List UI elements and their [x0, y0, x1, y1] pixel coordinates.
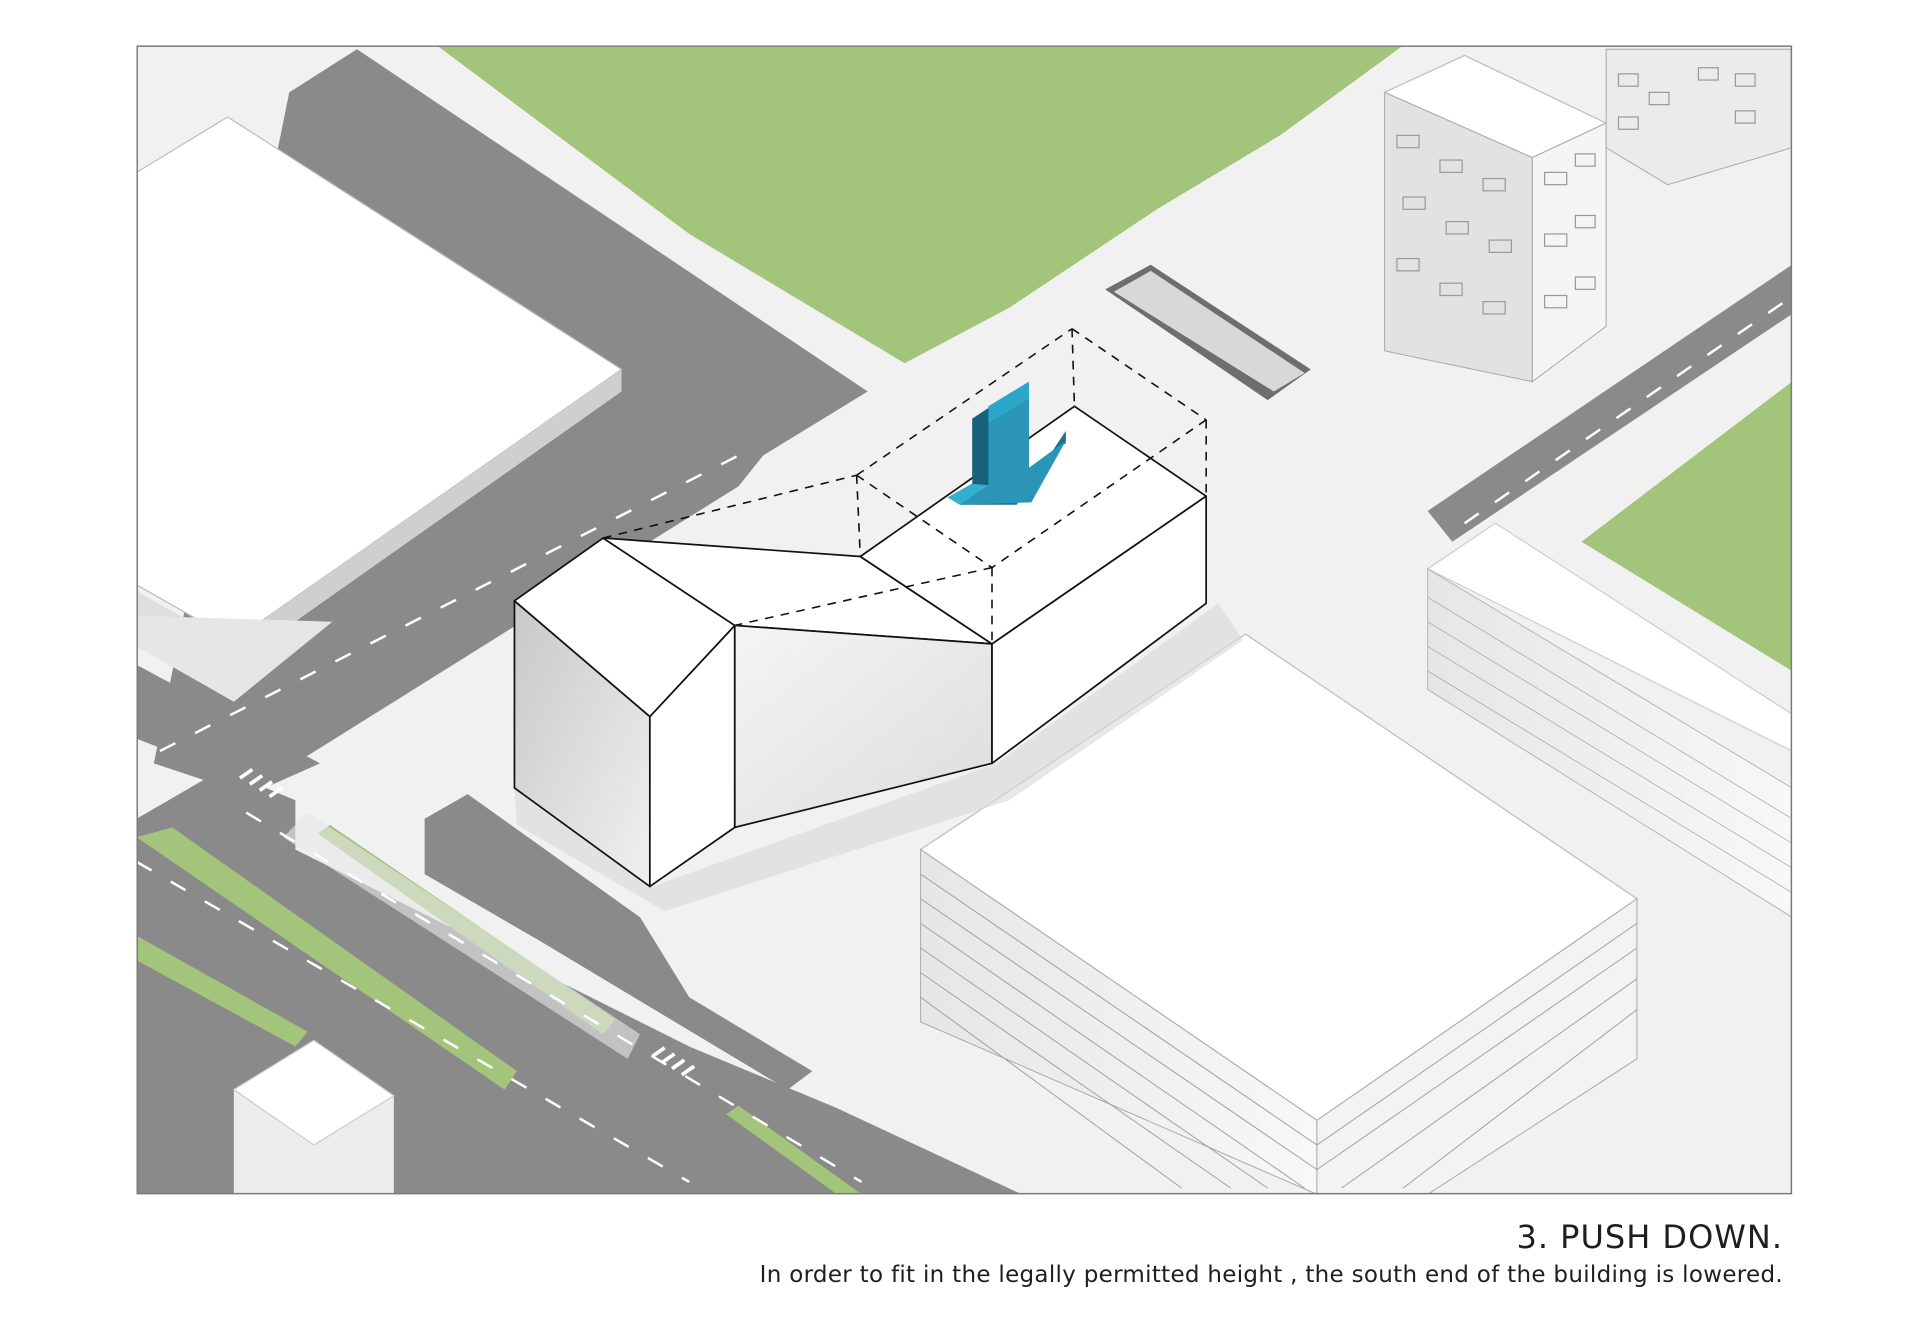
step-description: In order to fit in the legally permitted…: [759, 1262, 1783, 1288]
road-top-right: [1427, 264, 1792, 542]
crosswalk-1: [238, 767, 283, 799]
median-green-2: [136, 935, 308, 1047]
island-1: [283, 812, 640, 1059]
road-marking-main-1: [136, 860, 690, 1184]
residential-tower-2: [1605, 48, 1792, 186]
green-park-right: [1581, 381, 1792, 672]
building-bottom-right: [919, 633, 1639, 1195]
residential-tower-1: [1383, 54, 1608, 383]
road-left-vertical: [136, 664, 320, 788]
main-building-massing: [513, 405, 1208, 888]
main-building-right-face: [991, 495, 1208, 765]
building-left-block: [136, 116, 623, 702]
building-right-slab: [1426, 522, 1792, 918]
ramp-top: [1113, 270, 1305, 392]
diagram-frame: [136, 45, 1793, 1195]
building-bottom-left: [232, 1039, 395, 1195]
road-marking-main-2: [245, 811, 863, 1184]
green-park-top: [436, 45, 1404, 364]
road-marking-left: [159, 454, 740, 753]
parking-lot: [424, 794, 813, 1090]
road-marking-right: [1463, 300, 1786, 525]
dashed-original-envelope: [602, 328, 1207, 644]
crosswalk-2: [651, 1046, 696, 1077]
step-title: 3. PUSH DOWN.: [1516, 1218, 1783, 1256]
push-down-arrow-icon: [947, 381, 1066, 505]
site-scene: [136, 45, 1792, 1195]
median-green-1: [136, 827, 517, 1090]
median-green-4: [726, 1105, 862, 1195]
